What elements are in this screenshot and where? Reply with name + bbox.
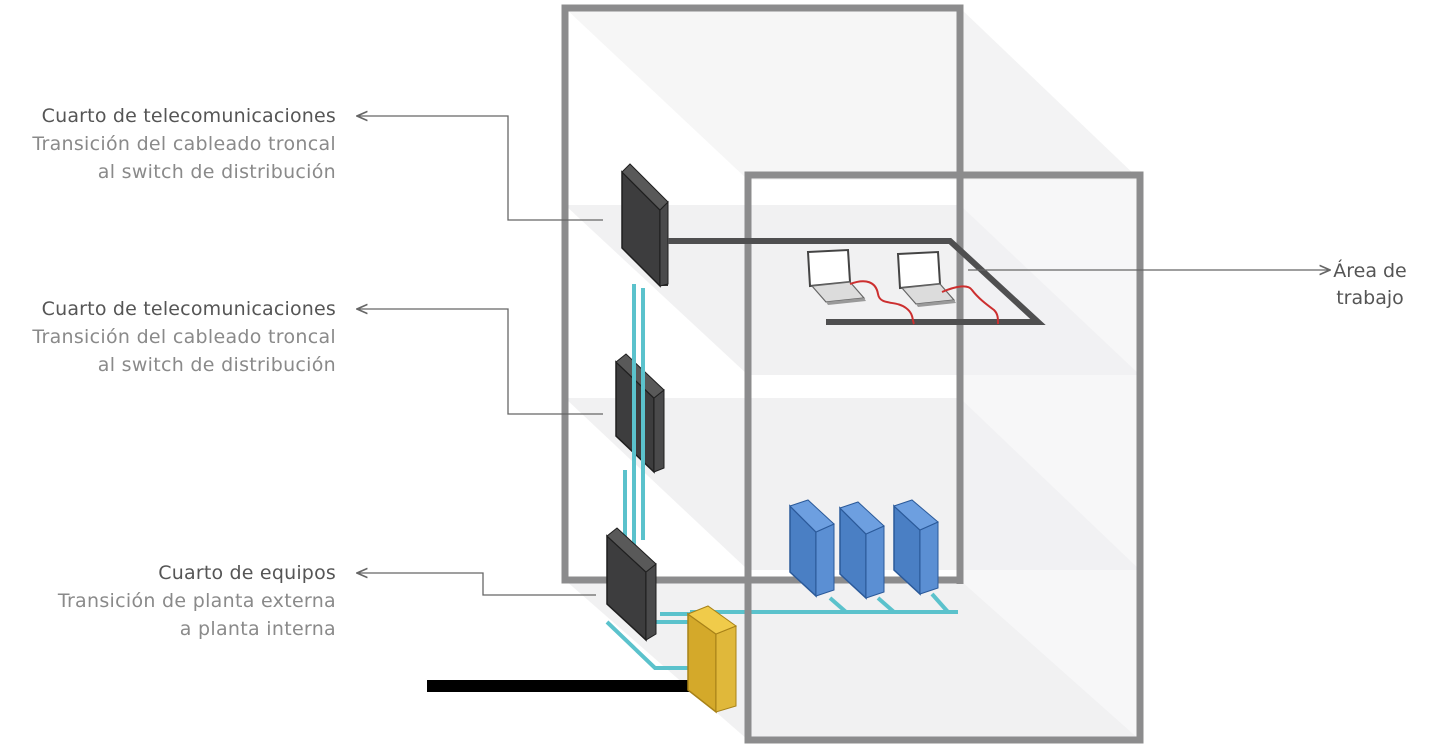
outside-plant-cable	[427, 680, 699, 692]
label-equipment-room-line1: Transición de planta externa	[57, 590, 336, 612]
building-frame-front	[744, 171, 1144, 744]
horizontal-cabling	[668, 238, 1046, 325]
label-work-area: Área de trabajo	[1330, 258, 1410, 312]
telecom-rack-1	[621, 163, 669, 288]
label-telecom-room-2-title: Cuarto de telecomunicaciones	[41, 298, 336, 320]
patch-cord-2	[941, 285, 999, 325]
telecom-rack-2	[615, 353, 665, 474]
label-telecom-room-2: Cuarto de telecomunicaciones Transición …	[0, 295, 336, 379]
leader-lines	[357, 116, 1330, 596]
label-telecom-room-1: Cuarto de telecomunicaciones Transición …	[0, 102, 336, 186]
label-telecom-room-1-line1: Transición del cableado troncal	[32, 133, 336, 155]
leader-equipment	[357, 573, 596, 596]
laptop-2	[896, 250, 956, 307]
leader-telecom-2	[357, 309, 603, 415]
label-equipment-room-line2: a planta interna	[179, 618, 336, 640]
server-2	[839, 501, 885, 600]
label-telecom-room-2-line2: al switch de distribución	[97, 354, 336, 376]
label-telecom-room-1-line2: al switch de distribución	[97, 161, 336, 183]
wall-right-depth	[960, 8, 1140, 740]
label-telecom-room-1-title: Cuarto de telecomunicaciones	[41, 105, 336, 127]
patch-cord-1	[849, 280, 915, 325]
label-work-area-line1: Área de	[1333, 260, 1407, 282]
laptop-1	[806, 248, 866, 305]
leader-telecom-1	[357, 116, 603, 221]
label-equipment-room: Cuarto de equipos Transición de planta e…	[0, 559, 336, 643]
label-equipment-room-title: Cuarto de equipos	[158, 562, 336, 584]
entrance-facility	[686, 605, 738, 714]
equipment-rack	[606, 527, 657, 642]
server-1	[789, 499, 835, 598]
label-telecom-room-2-line1: Transición del cableado troncal	[32, 326, 336, 348]
server-3	[893, 499, 939, 596]
label-work-area-line2: trabajo	[1336, 287, 1404, 309]
